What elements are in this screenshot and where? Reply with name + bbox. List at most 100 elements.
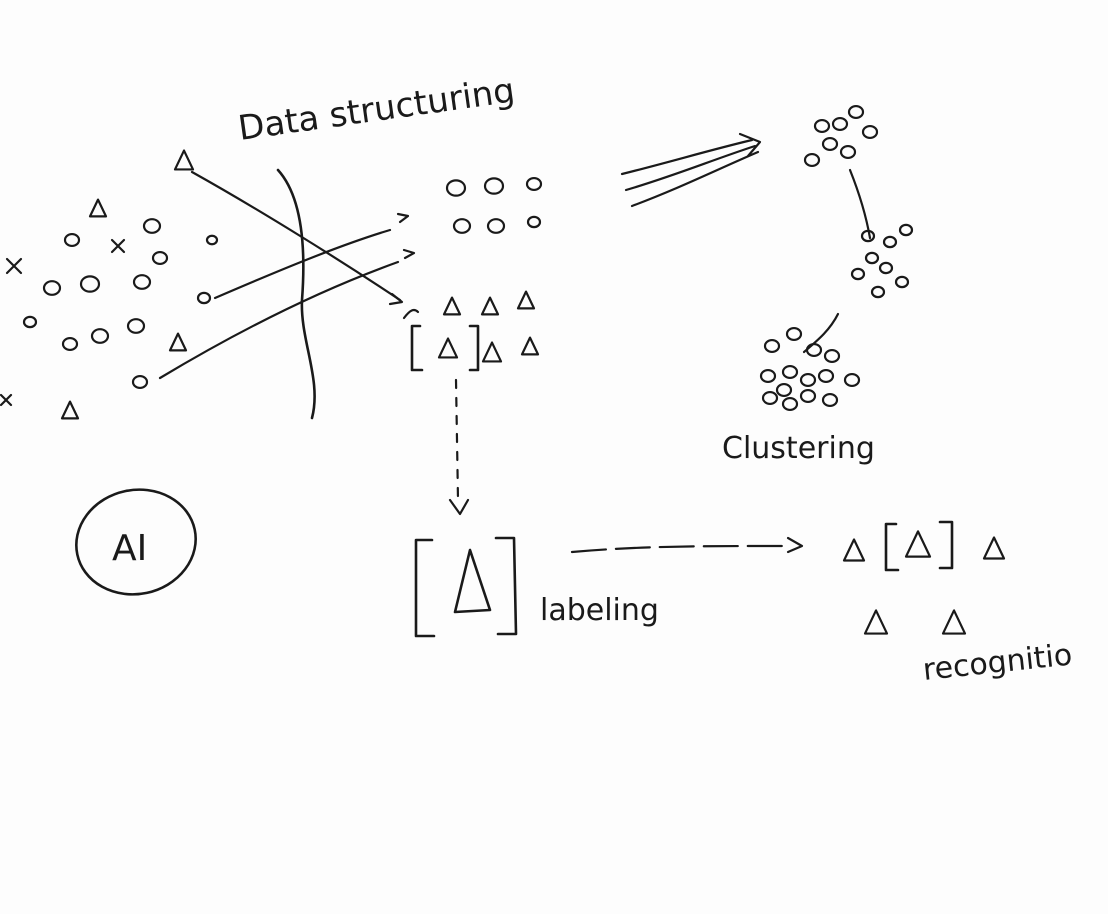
labeling-bracket-right [494,536,518,636]
circle-mark [452,218,472,234]
cluster-link-2 [802,312,840,354]
cluster-link-1 [848,168,872,240]
triangle-mark [173,149,195,171]
clustering-arrows [620,132,762,208]
triangle-mark [842,538,866,562]
circle-mark [526,215,542,229]
ai-label: AI [112,528,147,569]
circle-mark [878,261,894,275]
raw-data-scatter [0,149,219,420]
bracket-right-small [468,324,480,372]
circle-mark [483,177,505,195]
arrow-triangle-head [388,292,404,306]
triangle-mark [941,609,967,635]
labeling-label: labeling [540,593,659,628]
circle-mark [126,318,146,334]
circle-mark [196,291,212,305]
circle-mark [821,136,839,152]
triangle-mark [437,337,459,359]
circle-mark [799,388,817,404]
arrow-circle-line-1 [213,228,392,300]
clustering-arrow-head [738,132,762,158]
data-structuring-label: Data structuring [236,71,518,149]
circle-mark [151,250,169,266]
triangle-mark [60,400,80,420]
circle-mark [850,267,866,281]
circle-mark [781,364,799,380]
circle-mark [813,118,831,134]
circle-mark [132,274,152,290]
circle-mark [79,275,101,293]
circle-mark [894,275,910,289]
circle-mark [486,218,506,234]
circle-mark [847,104,865,120]
dotted-arrow-down-head [448,498,470,516]
circle-mark [843,372,861,388]
circle-mark [775,382,793,398]
grouped-triangles [437,290,540,363]
triangle-mark [982,536,1006,560]
circle-mark [870,285,886,299]
circle-mark [445,179,467,197]
circle-mark [864,251,880,265]
bracket-left-small [410,324,424,372]
circle-mark [763,338,781,354]
circle-mark [823,348,841,364]
cross-mark [110,238,126,254]
circle-mark [799,372,817,388]
bracket-hook [402,308,420,320]
triangle-mark [168,332,188,352]
circle-mark [817,368,835,384]
circle-mark [785,326,803,342]
cross-mark [0,393,13,407]
grouped-circles [445,176,543,234]
circle-mark [803,152,821,168]
ai-ellipse [75,488,197,596]
triangle-mark [481,341,503,363]
circle-mark [205,234,219,246]
recognition-bracket-right [938,520,954,570]
dashed-arrow-right-head [786,536,804,554]
circle-mark [839,144,857,160]
cross-mark [5,257,23,275]
triangle-mark [442,296,462,316]
triangle-mark [520,336,540,356]
circle-mark [90,328,110,344]
separator-curve [276,168,316,420]
circle-mark [42,280,62,296]
clusters [759,104,914,412]
circle-mark [831,116,849,132]
dashed-arrow-right [570,544,792,554]
circle-mark [61,336,79,352]
circle-mark [861,124,879,140]
circle-mark [525,176,543,192]
structuring-arrows [158,168,404,420]
recognition-triangles [842,530,1006,635]
triangle-mark [863,609,889,635]
recognition-bracket-left [884,522,900,572]
circle-arrow-head-1 [396,212,410,224]
circle-mark [63,232,81,248]
labeling-triangle [453,548,492,614]
circle-mark [131,374,149,390]
triangle-mark [904,530,932,558]
triangle-mark [516,290,536,310]
circle-arrow-head-2 [402,248,416,260]
circle-mark [142,218,162,234]
arrow-circle-line-2 [158,260,400,380]
dotted-arrow-down [454,378,460,502]
circle-mark [821,392,839,408]
circle-mark [882,235,898,249]
triangle-mark [88,198,108,218]
circle-mark [781,396,799,412]
recognition-label: recognitio [921,637,1074,687]
circle-mark [22,315,38,329]
triangle-mark [480,296,500,316]
circle-mark [898,223,914,237]
clustering-label: Clustering [722,431,875,466]
circle-mark [759,368,777,384]
circle-mark [805,342,823,358]
arrow-triangle-line [190,170,402,302]
